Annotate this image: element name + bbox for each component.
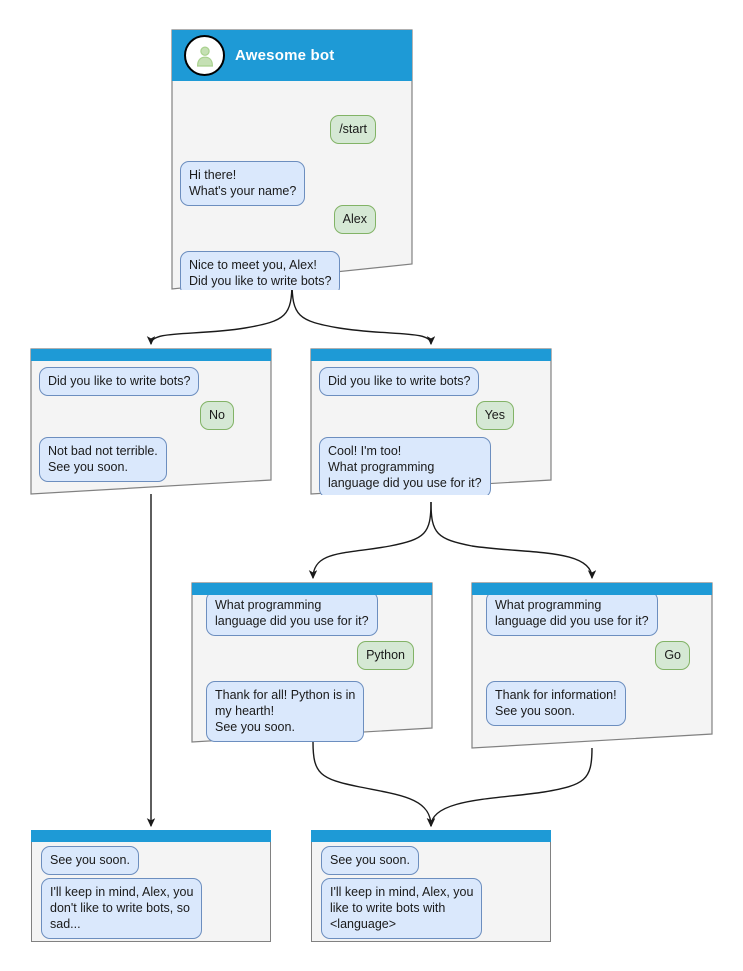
message-bubble: Yes: [475, 401, 514, 430]
screen-card-answer-go[interactable]: What programming language did you use fo…: [471, 582, 713, 749]
card-header-bar: [31, 349, 271, 361]
card-header-bar: [311, 349, 551, 361]
message-bubble: See you soon.: [321, 846, 419, 875]
message-bubble: Hi there! What's your name?: [180, 161, 306, 206]
message-bubble: What programming language did you use fo…: [486, 595, 658, 636]
bot-title: Awesome bot: [235, 47, 335, 64]
connector-start-to-yes: [291, 280, 436, 346]
card-chat-body: Did you like to write bots? No Not bad n…: [31, 361, 271, 495]
screen-card-answer-python[interactable]: What programming language did you use fo…: [191, 582, 433, 743]
message-bubble: Alex: [333, 205, 376, 234]
message-bubble: Python: [357, 641, 414, 670]
message-bubble: Nice to meet you, Alex! Did you like to …: [180, 251, 341, 290]
card-header-bar: [311, 830, 551, 842]
message-bubble: Thank for information! See you soon.: [486, 681, 626, 726]
screen-card-start[interactable]: Awesome bot /start Hi there! What's your…: [171, 29, 413, 290]
message-bubble: /start: [330, 115, 376, 144]
card-chat-body: /start Hi there! What's your name? Alex …: [172, 81, 412, 290]
person-icon: [196, 45, 213, 67]
screen-card-answer-yes[interactable]: Did you like to write bots? Yes Cool! I'…: [310, 348, 552, 495]
message-bubble: Go: [655, 641, 690, 670]
card-header-bar: Awesome bot: [172, 30, 412, 81]
message-bubble: I'll keep in mind, Alex, you don't like …: [41, 878, 203, 939]
screen-card-answer-no[interactable]: Did you like to write bots? No Not bad n…: [30, 348, 272, 495]
message-bubble: See you soon.: [41, 846, 139, 875]
connector-go-to-end-happy: [426, 747, 593, 828]
message-bubble: Did you like to write bots?: [319, 367, 480, 396]
message-bubble: I'll keep in mind, Alex, you like to wri…: [321, 878, 483, 939]
screen-card-end-happy[interactable]: See you soon. I'll keep in mind, Alex, y…: [311, 830, 551, 942]
connector-python-to-end-happy: [312, 741, 436, 828]
message-bubble: Not bad not terrible. See you soon.: [39, 437, 167, 482]
card-chat-body: See you soon. I'll keep in mind, Alex, y…: [311, 842, 551, 942]
screen-card-end-sad[interactable]: See you soon. I'll keep in mind, Alex, y…: [31, 830, 271, 942]
card-chat-body: What programming language did you use fo…: [472, 595, 712, 749]
card-chat-body: What programming language did you use fo…: [192, 595, 432, 743]
card-header-bar: [192, 583, 432, 595]
message-bubble: Thank for all! Python is in my hearth! S…: [206, 681, 365, 742]
message-bubble: What programming language did you use fo…: [206, 595, 378, 636]
message-bubble: Cool! I'm too! What programming language…: [319, 437, 491, 495]
message-bubble: Did you like to write bots?: [39, 367, 200, 396]
connector-yes-to-python: [308, 501, 432, 580]
card-header-bar: [31, 830, 271, 842]
card-header-bar: [472, 583, 712, 595]
connector-start-to-no: [146, 280, 293, 346]
card-chat-body: Did you like to write bots? Yes Cool! I'…: [311, 361, 551, 495]
avatar: [184, 35, 225, 76]
card-chat-body: See you soon. I'll keep in mind, Alex, y…: [31, 842, 271, 942]
connector-yes-to-go: [430, 501, 597, 580]
message-bubble: No: [200, 401, 234, 430]
